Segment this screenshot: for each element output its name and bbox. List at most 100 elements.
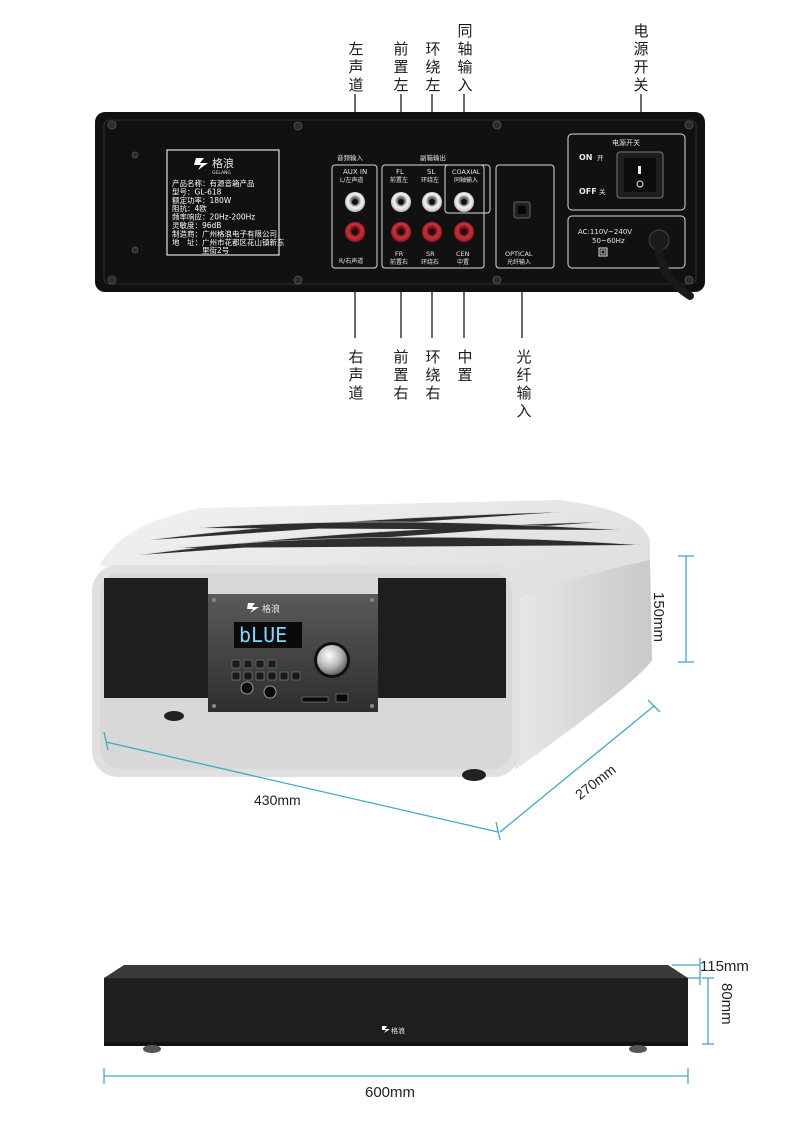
off-label: OFF bbox=[579, 187, 597, 196]
nameplate-line: 额定功率：180W bbox=[172, 195, 232, 205]
rocker-switch bbox=[616, 151, 664, 199]
sd-slot bbox=[301, 696, 329, 703]
subout-frame bbox=[381, 164, 485, 269]
aux-in-label: AUX IN bbox=[343, 168, 367, 176]
fr-label: FR bbox=[395, 250, 404, 258]
switch-frame bbox=[567, 133, 686, 211]
grille-right bbox=[378, 578, 506, 698]
nameplate-line: 产品名称：有源音箱产品 bbox=[172, 178, 255, 188]
callout-power-switch: 电源开关 bbox=[633, 22, 649, 94]
callout-center: 中置 bbox=[457, 348, 473, 384]
wood-grain bbox=[139, 511, 641, 556]
coaxial-cn-label: 同轴输入 bbox=[454, 176, 478, 184]
nameplate-logo: 格浪 GELANG bbox=[194, 156, 234, 176]
nameplate-line: 阻抗：4欧 bbox=[172, 203, 207, 213]
front-unit-svg: 格浪 bLUE bbox=[92, 500, 694, 841]
soundbar-dimension-lines bbox=[103, 958, 714, 1084]
nameplate-line: 里街2号 bbox=[172, 245, 229, 255]
nameplate-line: 灵敏度：96dB bbox=[172, 220, 221, 230]
soundbar-front bbox=[104, 978, 688, 1044]
soundbar-logo-icon bbox=[382, 1026, 390, 1033]
panel-screws bbox=[107, 120, 694, 285]
nameplate-line: 制造商：广州格浪电子有限公司 bbox=[172, 228, 277, 238]
ac-frame bbox=[567, 215, 686, 269]
jack-aux-l bbox=[345, 192, 365, 212]
fl-cn-label: 前置左 bbox=[390, 176, 408, 184]
front-brand: 格浪 bbox=[262, 603, 280, 615]
switch-title: 电源开关 bbox=[612, 138, 640, 147]
nameplate-line: 型号：GL-618 bbox=[172, 187, 222, 196]
soundbar-foot-right bbox=[629, 1045, 647, 1053]
nameplate-frame bbox=[166, 149, 280, 256]
dim-soundbar-depth: 115mm bbox=[700, 958, 749, 975]
dim-soundbar-height: 80mm bbox=[718, 983, 735, 1025]
nameplate-line: 地 址：广州市花都区花山镇新东 bbox=[172, 237, 285, 247]
aux-frame bbox=[331, 164, 378, 269]
front-dimension-lines bbox=[103, 555, 694, 841]
sr-label: SR bbox=[426, 250, 435, 258]
optical-frame bbox=[495, 164, 555, 269]
coaxial-frame bbox=[444, 164, 491, 214]
audio-in-header: 音频输入 bbox=[337, 153, 364, 162]
on-label: ON bbox=[579, 153, 593, 162]
volume-knob bbox=[314, 642, 350, 678]
control-panel-screws bbox=[212, 598, 374, 708]
sub-out-header: 副箱输出 bbox=[420, 153, 446, 162]
coaxial-label: COAXIAL bbox=[452, 168, 481, 176]
aux-l-label: L/左声道 bbox=[340, 176, 363, 184]
callout-optical-input: 光纤输入 bbox=[516, 348, 532, 420]
double-insulation-icon bbox=[598, 247, 608, 257]
fl-label: FL bbox=[396, 168, 404, 176]
dim-soundbar-width: 600mm bbox=[365, 1084, 416, 1101]
sr-cn-label: 环绕右 bbox=[421, 258, 439, 266]
ac-line1: AC:110V~240V bbox=[578, 228, 632, 236]
callout-front-left: 前置左 bbox=[393, 40, 409, 94]
fr-cn-label: 前置右 bbox=[390, 258, 408, 266]
callout-right-channel: 右声道 bbox=[348, 348, 364, 402]
nameplate-brand-en: GELANG bbox=[212, 170, 231, 176]
display-text: bLUE bbox=[239, 623, 287, 647]
jack-fr bbox=[391, 222, 411, 242]
front-logo-icon bbox=[247, 603, 259, 613]
power-cord bbox=[648, 229, 694, 300]
mic-jacks bbox=[240, 681, 277, 699]
sl-cn-label: 环绕左 bbox=[421, 176, 439, 184]
usb-port bbox=[335, 693, 349, 703]
ac-line2: 50~60Hz bbox=[592, 237, 625, 245]
jack-coaxial bbox=[454, 192, 474, 212]
soundbar-brand: 格浪 bbox=[391, 1026, 405, 1035]
sl-label: SL bbox=[427, 168, 435, 176]
nameplate-line: 频率响应：20Hz-200Hz bbox=[172, 212, 255, 222]
callout-left-channel: 左声道 bbox=[348, 40, 364, 94]
soundbar-top bbox=[104, 965, 688, 978]
led-display bbox=[234, 622, 302, 648]
callout-surround-right: 环绕右 bbox=[425, 348, 441, 402]
optical-port bbox=[513, 201, 531, 219]
dim-front-width: 430mm bbox=[254, 792, 301, 808]
control-panel bbox=[208, 594, 378, 712]
off-cn-label: 关 bbox=[599, 187, 606, 196]
callout-front-right: 前置右 bbox=[393, 348, 409, 402]
callout-coaxial-input: 同轴输入 bbox=[457, 22, 473, 94]
nameplate-lines: 产品名称：有源音箱产品型号：GL-618额定功率：180W阻抗：4欧频率响应：2… bbox=[172, 178, 285, 255]
foot-left bbox=[164, 711, 184, 721]
unit-side bbox=[515, 560, 652, 770]
soundbar-foot-left bbox=[143, 1045, 161, 1053]
optical-label: OPTICAL bbox=[505, 250, 533, 258]
foot-right bbox=[462, 769, 486, 781]
nameplate-brand: 格浪 bbox=[212, 156, 234, 170]
cen-cn-label: 中置 bbox=[457, 258, 469, 266]
jack-sr bbox=[422, 222, 442, 242]
jack-cen bbox=[454, 222, 474, 242]
grille-left bbox=[104, 578, 208, 698]
jack-sl bbox=[422, 192, 442, 212]
control-buttons bbox=[231, 659, 301, 681]
jack-aux-r bbox=[345, 222, 365, 242]
optical-cn-label: 光纤输入 bbox=[507, 258, 531, 266]
cen-label: CEN bbox=[456, 250, 470, 258]
callout-surround-left: 环绕左 bbox=[425, 40, 441, 94]
aux-r-label: R/右声道 bbox=[339, 257, 363, 265]
jack-fl bbox=[391, 192, 411, 212]
rear-panel-svg: 格浪 GELANG 产品名称：有源音箱产品型号：GL-618额定功率：180W阻… bbox=[95, 94, 705, 338]
